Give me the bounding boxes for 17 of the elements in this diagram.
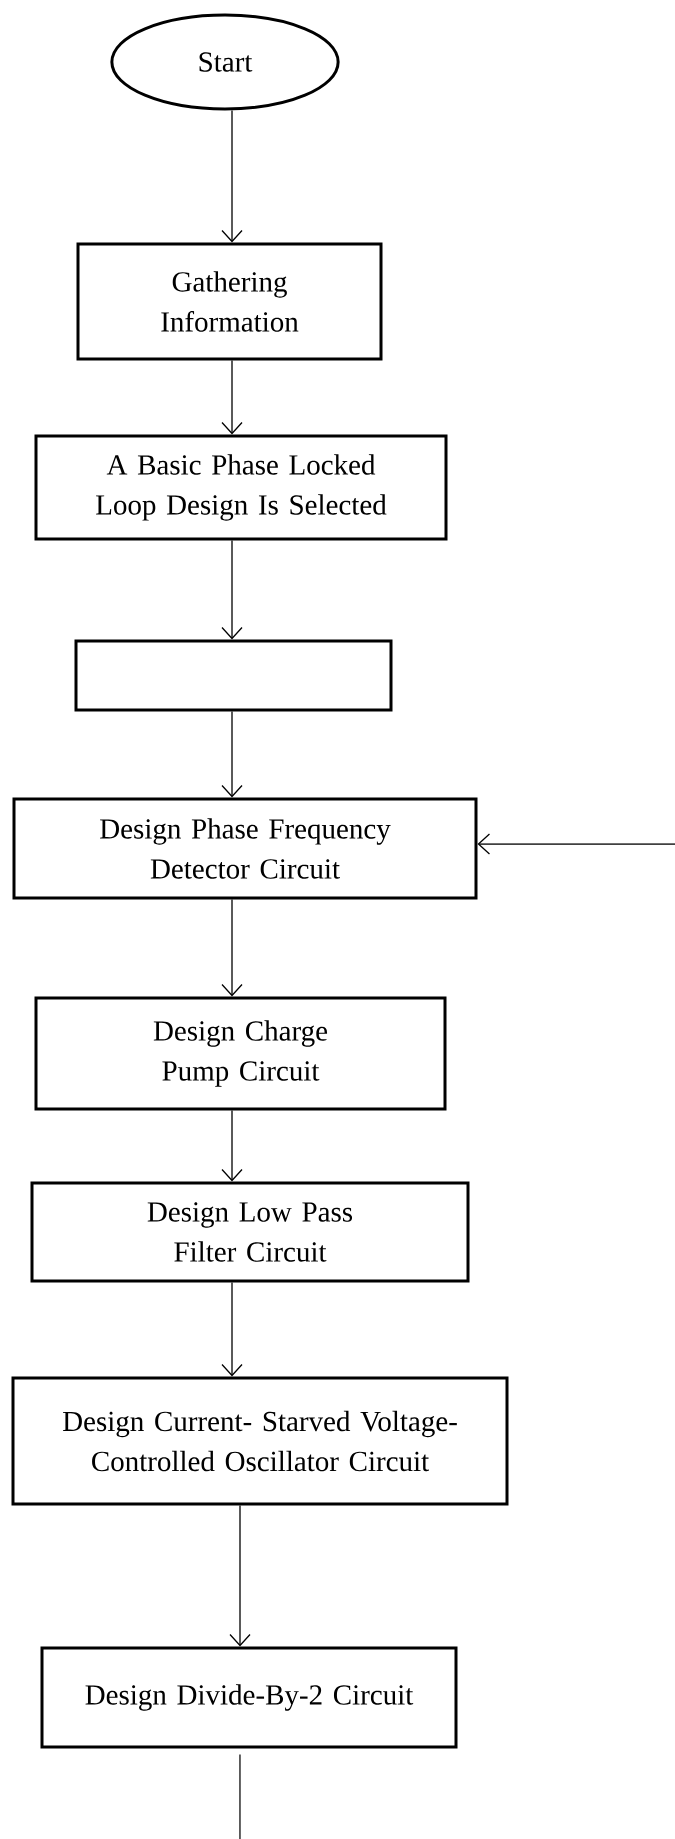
arrow — [221, 898, 243, 997]
arrow — [229, 1504, 251, 1647]
arrow — [221, 359, 243, 435]
arrow — [221, 1109, 243, 1182]
arrow — [477, 833, 675, 855]
arrow — [221, 109, 243, 243]
arrow — [221, 539, 243, 640]
arrow — [221, 710, 243, 798]
process-box: Design Divide-By-2 Circuit — [40, 1646, 458, 1749]
process-box: Design Low Pass Filter Circuit — [30, 1181, 470, 1283]
process-box: Design Charge Pump Circuit — [34, 996, 447, 1111]
process-box — [74, 639, 393, 712]
process-box: Design Current- Starved Voltage- Controlled Oscillator Circuit — [11, 1376, 509, 1506]
process-box: A Basic Phase Locked Loop Design Is Selected — [34, 434, 448, 541]
process-box: Design Phase Frequency Detector Circuit — [12, 797, 478, 900]
process-box: Gathering Information — [76, 242, 383, 361]
arrow — [221, 1281, 243, 1377]
